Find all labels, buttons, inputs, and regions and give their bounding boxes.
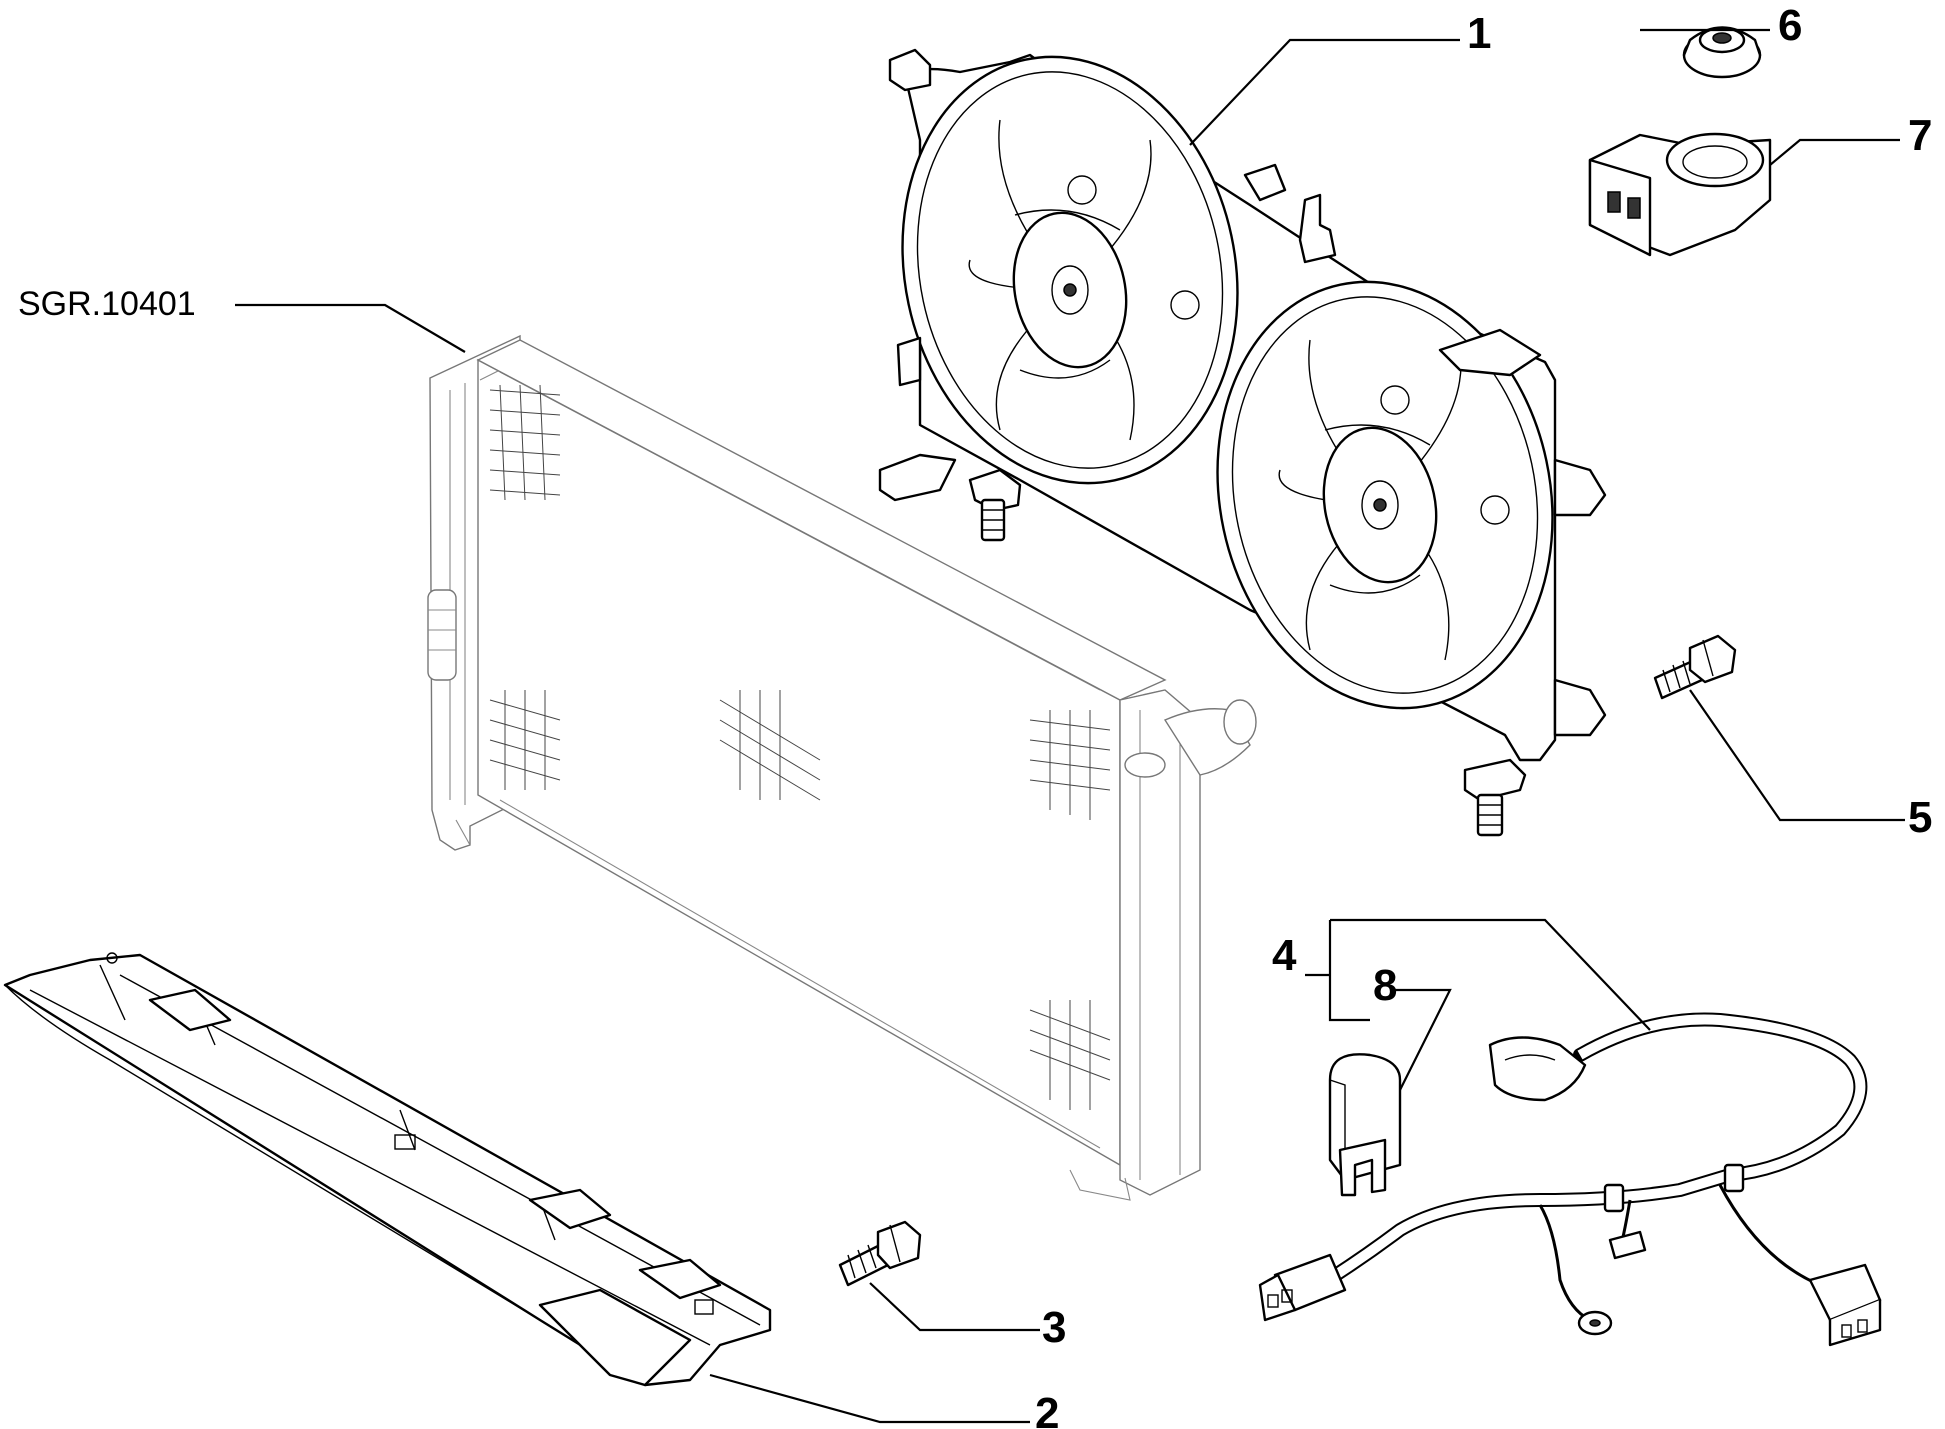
fan-shroud-assembly bbox=[878, 48, 1607, 837]
callout-7: 7 bbox=[1908, 111, 1932, 160]
connector-housing-part-7 bbox=[1588, 132, 1772, 257]
callout-1: 1 bbox=[1467, 9, 1491, 58]
bolt-part-3 bbox=[838, 1220, 922, 1287]
callout-3: 3 bbox=[1042, 1303, 1066, 1352]
callout-6: 6 bbox=[1778, 1, 1802, 50]
cover-clip-part-8 bbox=[1328, 1053, 1402, 1197]
leader-lines bbox=[235, 28, 1905, 1424]
reference-code: SGR.10401 bbox=[18, 285, 196, 323]
bolt-part-5 bbox=[1653, 634, 1737, 700]
radiator-ghost bbox=[427, 334, 1257, 1201]
grommet-part-6 bbox=[1682, 26, 1762, 79]
callout-8: 8 bbox=[1373, 961, 1397, 1010]
callout-2: 2 bbox=[1035, 1389, 1059, 1429]
callout-5: 5 bbox=[1908, 793, 1932, 842]
callout-4: 4 bbox=[1272, 931, 1297, 980]
lower-deflector-panel bbox=[3, 952, 772, 1387]
wiring-harness-part-4 bbox=[1258, 1012, 1882, 1347]
